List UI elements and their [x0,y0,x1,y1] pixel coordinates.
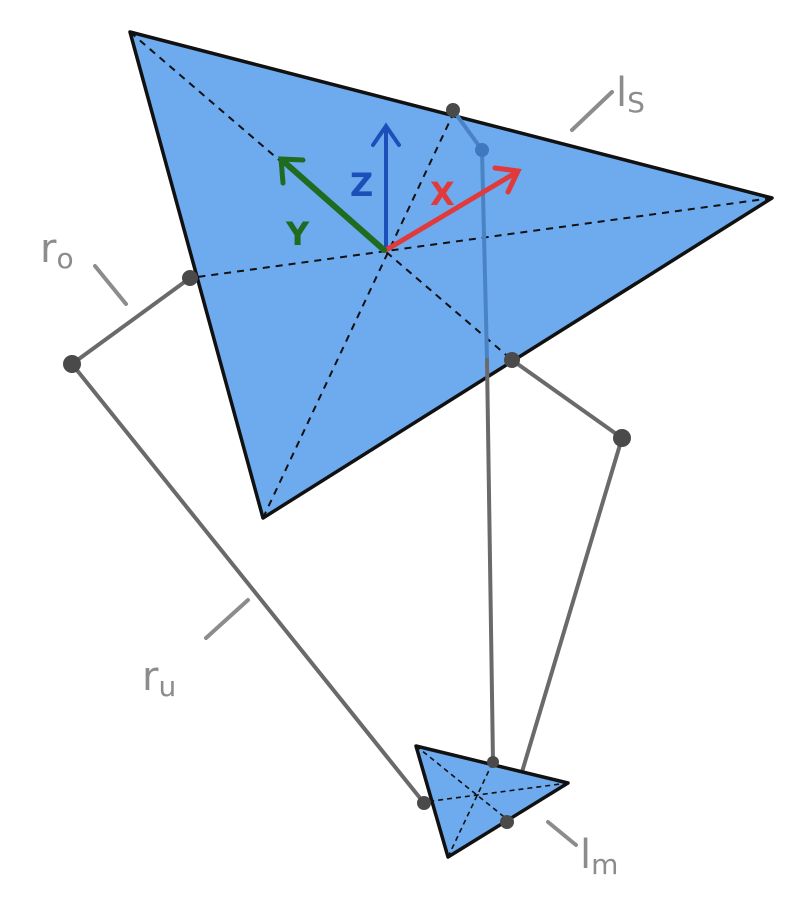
leg-blue-top [451,108,484,152]
link-right-upper [510,358,624,440]
link-ro [70,276,192,366]
y-axis-arrowhead [278,156,306,186]
x-axis-arrow [383,169,520,253]
joint-lower-left [417,796,431,810]
joint-left-outer [63,355,81,373]
joints [63,103,631,829]
joint-right-outer [613,429,631,447]
center-leg [451,108,495,764]
lower-platform-medians [415,745,569,858]
lower-links [70,362,624,824]
label-ru: ru [142,654,176,703]
joint-upper-left-plate [182,270,198,286]
median-b [189,197,773,279]
link-ru [70,362,426,805]
axis-label-y: Y [285,215,310,253]
lower-median-a [415,745,509,821]
leader-ro [93,264,128,306]
leader-ls [570,90,614,132]
joint-upper-top-plate [446,103,460,117]
joint-blue [475,143,489,157]
link-right-lower [505,436,624,824]
joint-plate-right-bottom [504,352,520,368]
label-ls: lS [616,70,645,119]
label-leaders [93,90,614,847]
joint-lower-right [500,815,514,829]
leader-lm [546,820,578,847]
leader-ru [204,598,250,640]
axis-label-z: Z [350,166,373,204]
leg-blue-vertical [480,148,489,362]
y-axis-arrow [279,157,387,253]
median-c [262,109,456,519]
lower-median-b [431,782,569,802]
lower-median-c [447,763,493,858]
x-axis-arrowhead [492,165,522,195]
axis-label-x: X [430,175,455,213]
label-lm: lm [580,832,618,881]
joint-lower-top [487,756,499,768]
leg-gray-vertical [485,358,495,764]
z-axis-arrowhead [371,122,401,147]
label-ro: ro [40,226,74,275]
upper-links [70,276,624,440]
coordinate-frame [278,122,522,253]
